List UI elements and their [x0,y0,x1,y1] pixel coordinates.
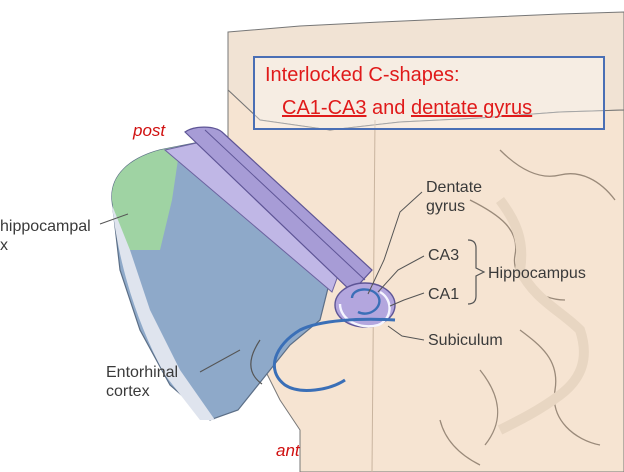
label-dentate-line1: Dentate [426,179,483,196]
label-parahippocampal-line2: x [0,237,8,254]
cortex-inner-white [495,197,589,435]
hippocampus-tube [184,126,373,293]
leader-parahippocampal [99,213,129,225]
leader-subiculum [387,325,425,341]
leader-dentate [367,191,423,295]
orientation-post: post [133,121,166,140]
callout-connector: and [372,97,406,119]
leader-ca3 [377,255,425,293]
dentate-c [350,288,381,315]
parahippocampal-green [111,146,180,250]
label-ca3: CA3 [428,247,460,264]
leader-entorhinal [199,349,241,373]
label-dentate-line2: gyrus [426,198,466,215]
label-entorhinal-line1: Entorhinal [106,364,179,381]
label-subiculum: Subiculum [428,332,503,349]
ca-c [338,290,391,328]
callout-term-dentate: dentate gyrus [410,97,533,119]
orientation-ant: ant [276,441,300,460]
label-entorhinal-line2: cortex [106,383,150,400]
label-hippocampus: Hippocampus [488,265,586,282]
subiculum-curve [272,317,396,392]
callout-terms: CA1-CA3 and dentate gyrus [282,97,532,120]
label-ca1: CA1 [428,286,460,303]
callout-box: Interlocked C-shapes: CA1-CA3 and dentat… [253,56,605,130]
label-parahippocampal-line1: hippocampal [0,218,91,235]
callout-term-ca: CA1-CA3 [282,97,367,119]
leader-ca1 [389,292,425,307]
hippocampus-bracket [467,239,486,305]
cortex-folds [439,149,616,466]
callout-title: Interlocked C-shapes: [265,64,460,86]
